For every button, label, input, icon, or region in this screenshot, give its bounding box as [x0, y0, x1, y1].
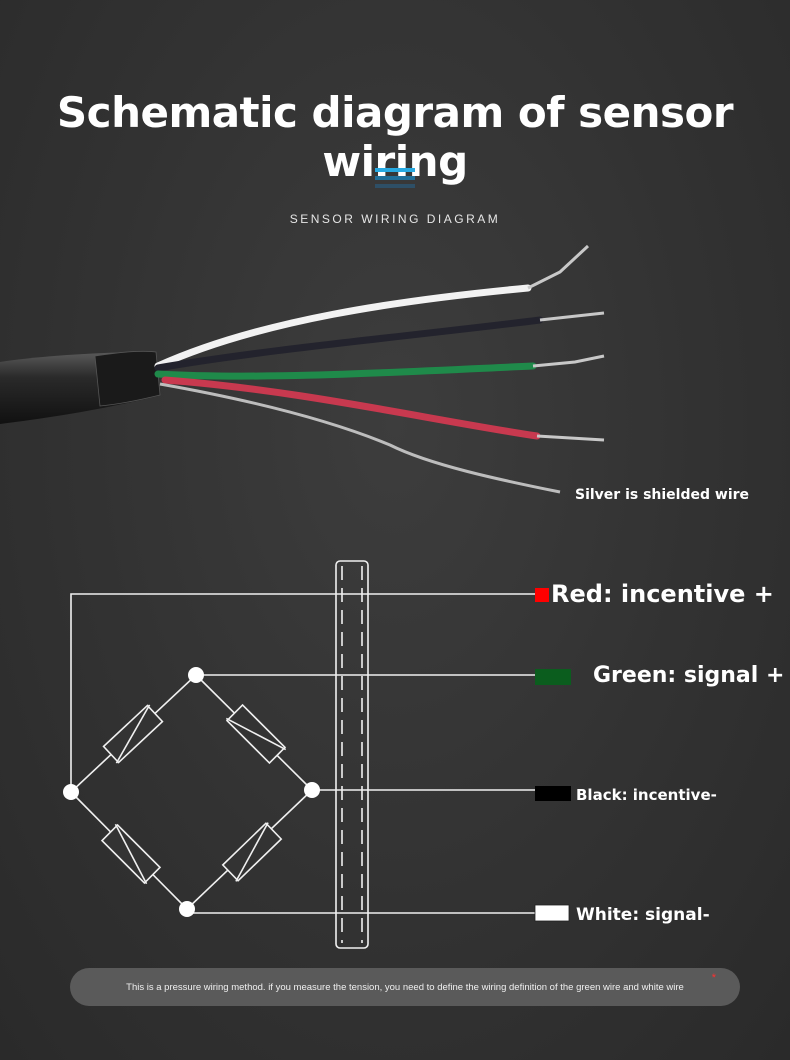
heat-shrink [94, 350, 161, 407]
accent-bars-icon [375, 168, 415, 192]
black-swatch [535, 786, 571, 801]
accent-bar-top [375, 168, 415, 172]
resistor-bottom-left [100, 823, 162, 885]
note-banner: This is a pressure wiring method. if you… [70, 968, 740, 1006]
cable-image [0, 244, 605, 494]
resistor-top-left [102, 704, 164, 764]
page-title: Schematic diagram of sensor wiring [56, 88, 734, 186]
bridge-nodes [63, 667, 320, 917]
node-left [63, 784, 79, 800]
red-line [70, 593, 535, 792]
black-wire-label: Black: incentive- [576, 786, 717, 804]
green-wire [154, 362, 537, 380]
note-text: This is a pressure wiring method. if you… [126, 981, 684, 993]
black-wire-strands [539, 311, 605, 322]
red-swatch [535, 588, 549, 602]
green-wire-label: Green: signal + [593, 663, 785, 688]
page-subtitle: SENSOR WIRING DIAGRAM [289, 212, 501, 226]
accent-bar-bottom [375, 184, 415, 188]
white-wire-label: White: signal- [576, 905, 710, 925]
white-wire-strands [527, 244, 590, 290]
node-top [188, 667, 204, 683]
resistor-bottom-right [221, 822, 283, 882]
red-wire [161, 376, 541, 440]
red-wire-strands [536, 434, 605, 442]
accent-bar-mid [375, 176, 415, 180]
resistor-top-right [225, 703, 287, 765]
node-right [304, 782, 320, 798]
shielded-wire-label: Silver is shielded wire [575, 487, 750, 503]
shield-wire [159, 382, 561, 494]
shield-column [335, 560, 369, 949]
white-wire [154, 284, 532, 370]
red-wire-label: Red: incentive + [551, 580, 774, 608]
green-wire-strands [532, 354, 605, 368]
bridge-schematic [70, 560, 535, 949]
black-wire [154, 316, 544, 372]
green-swatch [535, 669, 571, 685]
note-marker: * [711, 972, 716, 984]
node-bottom [179, 901, 195, 917]
white-swatch [534, 904, 570, 922]
